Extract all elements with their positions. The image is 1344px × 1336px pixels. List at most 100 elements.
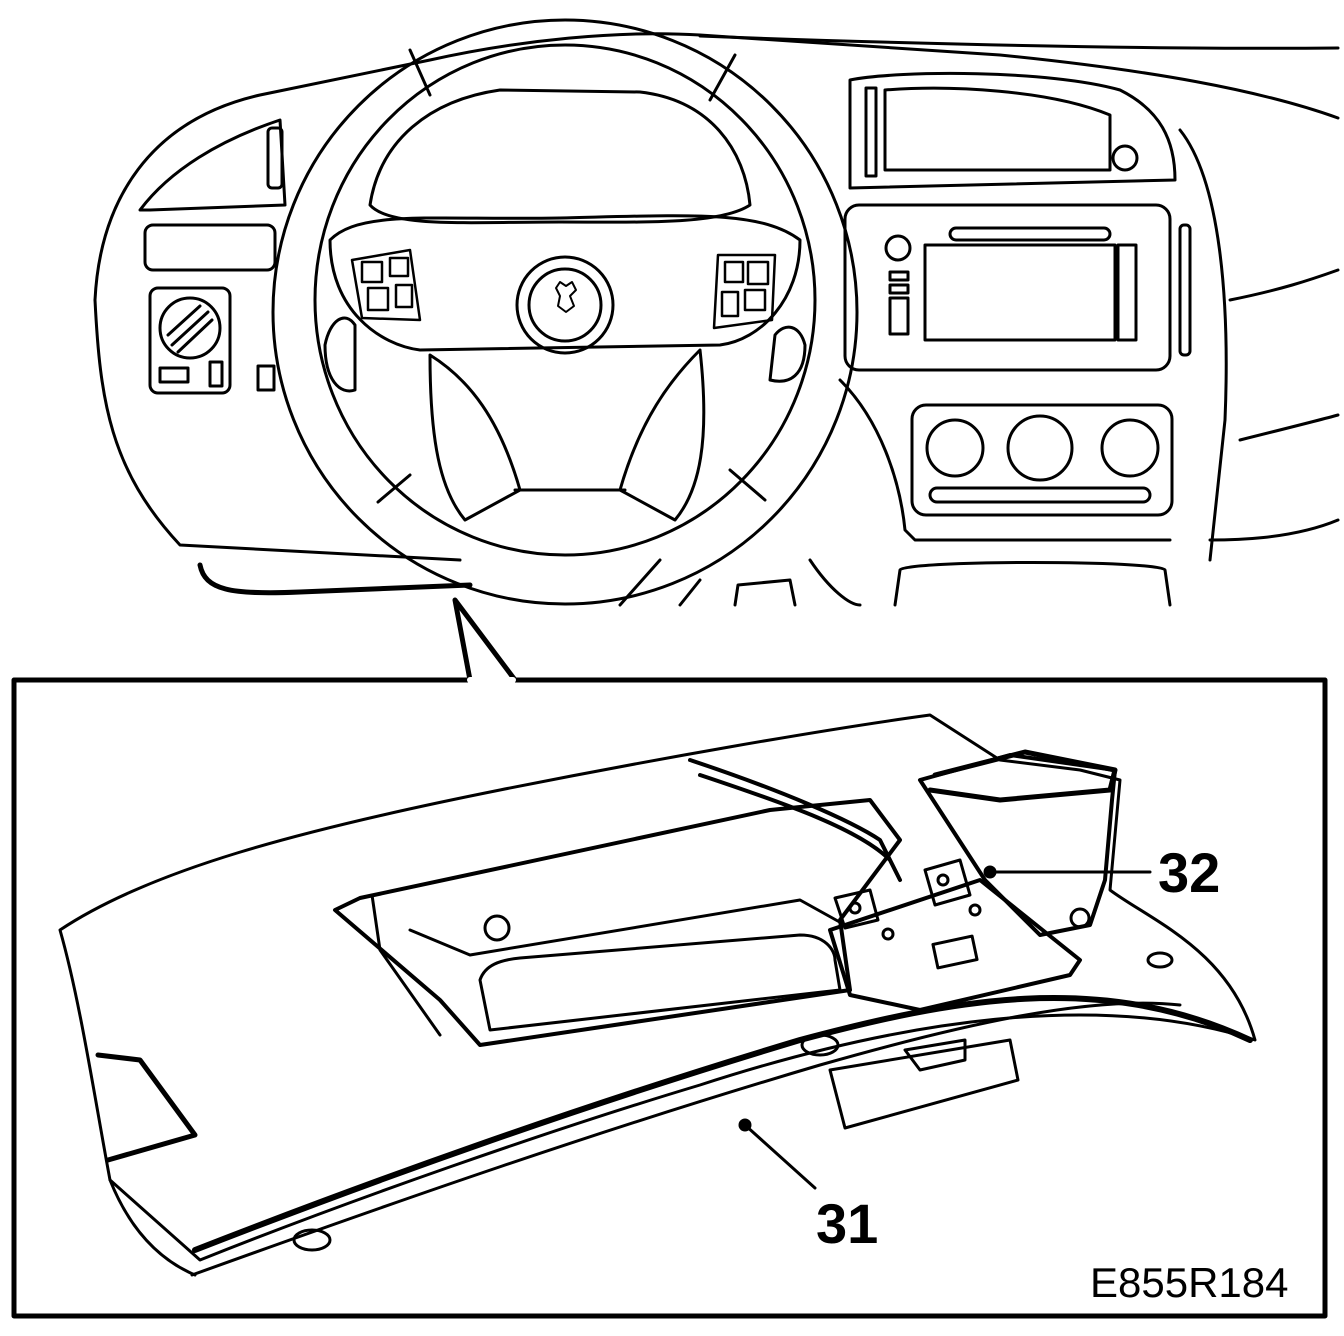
climate-knob-center bbox=[1006, 414, 1074, 482]
wheel-button bbox=[743, 288, 767, 312]
radio-knob bbox=[884, 234, 912, 262]
bracket-tab bbox=[833, 888, 880, 930]
dashboard-outline bbox=[93, 32, 1340, 302]
detail-pointer bbox=[452, 597, 518, 683]
steering-wheel bbox=[271, 18, 859, 606]
wheel-button bbox=[720, 290, 740, 318]
steering-wheel-rim-outer bbox=[271, 18, 859, 606]
light-switch-knob bbox=[158, 296, 222, 360]
recess-screw bbox=[483, 914, 511, 942]
wheel-button bbox=[366, 286, 390, 312]
bracket-square bbox=[931, 934, 979, 970]
horn-emblem-outer bbox=[515, 255, 615, 355]
left-inner-curve bbox=[323, 316, 357, 393]
panel-front-edge bbox=[108, 1178, 197, 1277]
radio-button bbox=[888, 283, 910, 295]
left-lower-slot bbox=[256, 364, 276, 392]
left-panel-display bbox=[143, 223, 277, 272]
lower-dashboard-panel bbox=[58, 713, 1257, 1262]
detail-view bbox=[58, 713, 1257, 1277]
figure-id-code: E855R184 bbox=[1090, 1259, 1289, 1306]
dashboard-lower-left bbox=[93, 298, 462, 562]
left-spoke bbox=[428, 353, 522, 522]
wheel-hub bbox=[328, 214, 802, 352]
wheel-button bbox=[360, 260, 384, 284]
recess-inner bbox=[370, 893, 847, 1037]
detail-frame bbox=[11, 677, 1328, 1319]
wheel-button bbox=[388, 256, 410, 278]
right-spoke bbox=[618, 348, 706, 522]
dashboard-overview bbox=[93, 18, 1340, 607]
left-vent-slot bbox=[266, 126, 284, 190]
bracket-screw bbox=[936, 873, 950, 887]
dashboard-right-contour bbox=[1178, 128, 1228, 562]
bracket-tab-2 bbox=[923, 858, 972, 907]
under-dash-line bbox=[618, 558, 702, 607]
info-display-slot bbox=[864, 86, 878, 178]
dashboard-top-edge bbox=[698, 34, 1340, 50]
under-dash-edge bbox=[197, 562, 473, 596]
light-switch-panel bbox=[148, 286, 232, 395]
radio-button bbox=[888, 270, 910, 282]
wheel-button bbox=[394, 283, 414, 309]
console-lower-tray bbox=[893, 561, 1172, 607]
knob-grip bbox=[166, 304, 214, 354]
plate-clip bbox=[903, 1038, 967, 1072]
radio-button bbox=[888, 296, 910, 336]
radio-screen-bar bbox=[1116, 243, 1138, 342]
cable-harness bbox=[688, 758, 902, 882]
duct-top bbox=[927, 749, 1118, 803]
left-air-vent bbox=[138, 118, 287, 212]
rim-segment-line-4 bbox=[728, 468, 767, 502]
leader-line-31 bbox=[743, 1123, 817, 1190]
climate-panel bbox=[910, 403, 1174, 517]
dashboard-far-right-2 bbox=[1238, 413, 1340, 442]
console-left-edge bbox=[838, 378, 1172, 542]
radio-side-slot bbox=[1178, 223, 1192, 357]
panel-lower-lip bbox=[192, 995, 1253, 1253]
console-right-edge bbox=[1208, 518, 1340, 542]
panel-lower-lip-2 bbox=[190, 1001, 1182, 1277]
griffin-icon bbox=[555, 281, 577, 313]
left-button-cluster bbox=[350, 248, 422, 322]
mounting-boss bbox=[800, 1033, 840, 1057]
wheel-button bbox=[723, 260, 745, 284]
wheel-upper-opening bbox=[368, 88, 752, 225]
radio-screen bbox=[923, 243, 1117, 342]
left-cutout bbox=[95, 1052, 198, 1163]
climate-knob-left bbox=[925, 418, 985, 478]
dashboard-far-right bbox=[1228, 268, 1340, 302]
center-recess bbox=[333, 798, 902, 1047]
steering-wheel-rim-inner bbox=[313, 43, 817, 557]
radio-unit bbox=[843, 203, 1172, 372]
mounting-boss bbox=[292, 1228, 332, 1252]
radio-cd-slot bbox=[948, 226, 1112, 242]
climate-knob-right bbox=[1100, 418, 1160, 478]
duct-screw bbox=[1069, 907, 1091, 929]
left-panel-button bbox=[158, 366, 190, 384]
wheel-button bbox=[746, 260, 770, 286]
left-panel-button-2 bbox=[208, 360, 224, 388]
console-bottom-left bbox=[808, 558, 862, 607]
rim-segment-line-3 bbox=[376, 473, 412, 504]
callout-label-32: 32 bbox=[1158, 841, 1221, 904]
hanging-plate bbox=[828, 1038, 1020, 1130]
under-dash-panel bbox=[733, 578, 797, 607]
bracket-screw bbox=[848, 901, 862, 915]
bracket-screw bbox=[968, 903, 982, 917]
climate-slider bbox=[928, 486, 1152, 504]
horn-emblem-inner bbox=[527, 267, 603, 343]
mounting-boss bbox=[1146, 951, 1174, 969]
info-display-screen bbox=[883, 86, 1112, 172]
rim-segment-line bbox=[408, 48, 432, 97]
right-inner-curve bbox=[768, 325, 807, 383]
rim-segment-line-2 bbox=[708, 53, 737, 102]
connector-bracket bbox=[828, 878, 1082, 1012]
bracket-screw bbox=[881, 927, 895, 941]
info-display-housing bbox=[848, 71, 1177, 190]
info-display-knob bbox=[1111, 144, 1139, 172]
recess-tray bbox=[478, 933, 842, 1032]
left-wheel-buttons bbox=[350, 248, 422, 322]
right-button-cluster bbox=[712, 253, 777, 330]
